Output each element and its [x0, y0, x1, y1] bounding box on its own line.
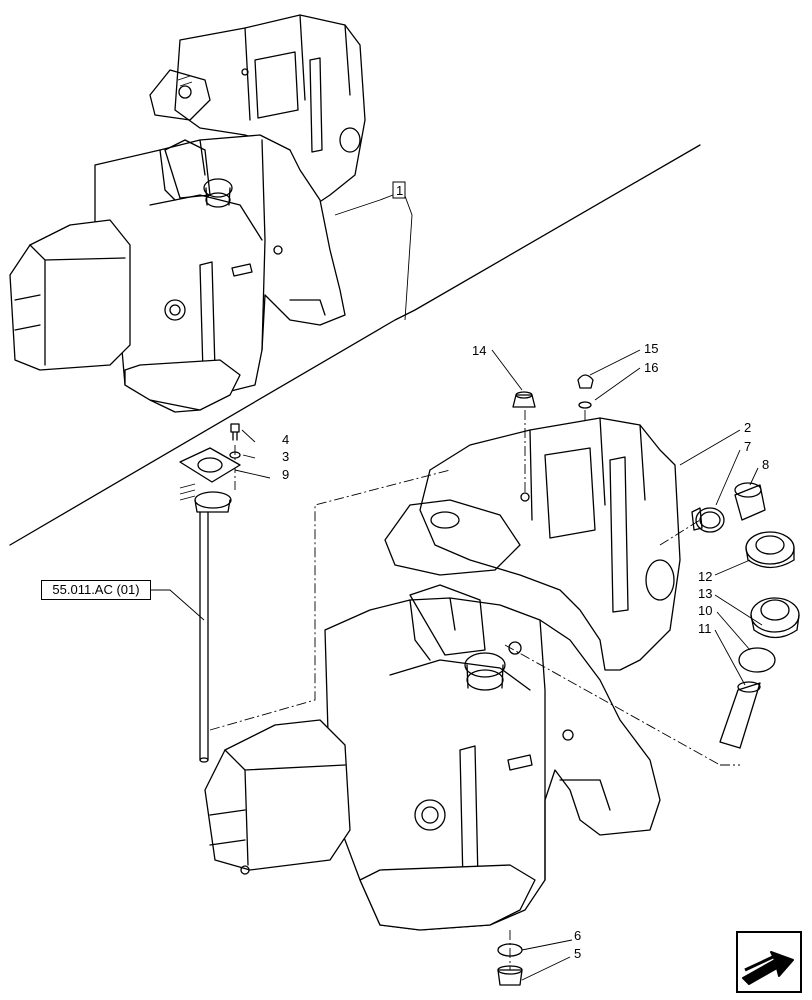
part-5-drain-plug: [497, 965, 523, 986]
callout-10: 10: [698, 603, 712, 618]
part-3-washer: [229, 451, 241, 459]
callout-leaders: [149, 349, 763, 981]
assembly-line-sender: [209, 469, 451, 731]
callout-6: 6: [574, 928, 581, 943]
part-12-filler-cap: [745, 531, 795, 569]
callout-11: 11: [698, 621, 712, 636]
part-13-neck-adapter: [750, 597, 800, 639]
part-10-oring: [738, 647, 776, 673]
next-page-button[interactable]: [735, 930, 803, 994]
callout-12: 12: [698, 569, 712, 584]
assembly-line-filler: [504, 644, 740, 766]
fuel-sender-unit: [179, 483, 232, 763]
callout-8: 8: [762, 457, 769, 472]
callout-7: 7: [744, 439, 751, 454]
callout-2: 2: [744, 420, 751, 435]
inset-callout-number: 1: [396, 183, 403, 198]
part-7-clamp: [691, 507, 725, 533]
callout-4: 4: [282, 432, 289, 447]
main-tank-assembly: [204, 417, 681, 931]
part-9-gasket: [179, 447, 241, 483]
separator-line: [9, 144, 701, 546]
callout-16: 16: [644, 360, 658, 375]
part-16-oring: [578, 401, 592, 409]
callout-3: 3: [282, 449, 289, 464]
callout-9: 9: [282, 467, 289, 482]
inset-tank-assembly: [9, 14, 366, 413]
part-11-strainer: [719, 681, 761, 749]
part-14-plug: [512, 391, 536, 408]
reference-link[interactable]: 55.011.AC (01): [41, 580, 151, 600]
inset-callout-leader: [334, 194, 413, 321]
part-8-bushing: [734, 482, 766, 521]
inset-callout[interactable]: 1: [392, 181, 406, 199]
callout-15: 15: [644, 341, 658, 356]
callout-14: 14: [472, 343, 486, 358]
callout-5: 5: [574, 946, 581, 961]
callout-numbers: 14 15 16 2 7 8 4 3 9 12 13 10 11 6 5: [282, 341, 769, 961]
part-15-breather-cap: [577, 374, 594, 389]
next-page-arrow-icon: [736, 931, 802, 993]
callout-13: 13: [698, 586, 712, 601]
part-4-screw: [230, 423, 240, 441]
